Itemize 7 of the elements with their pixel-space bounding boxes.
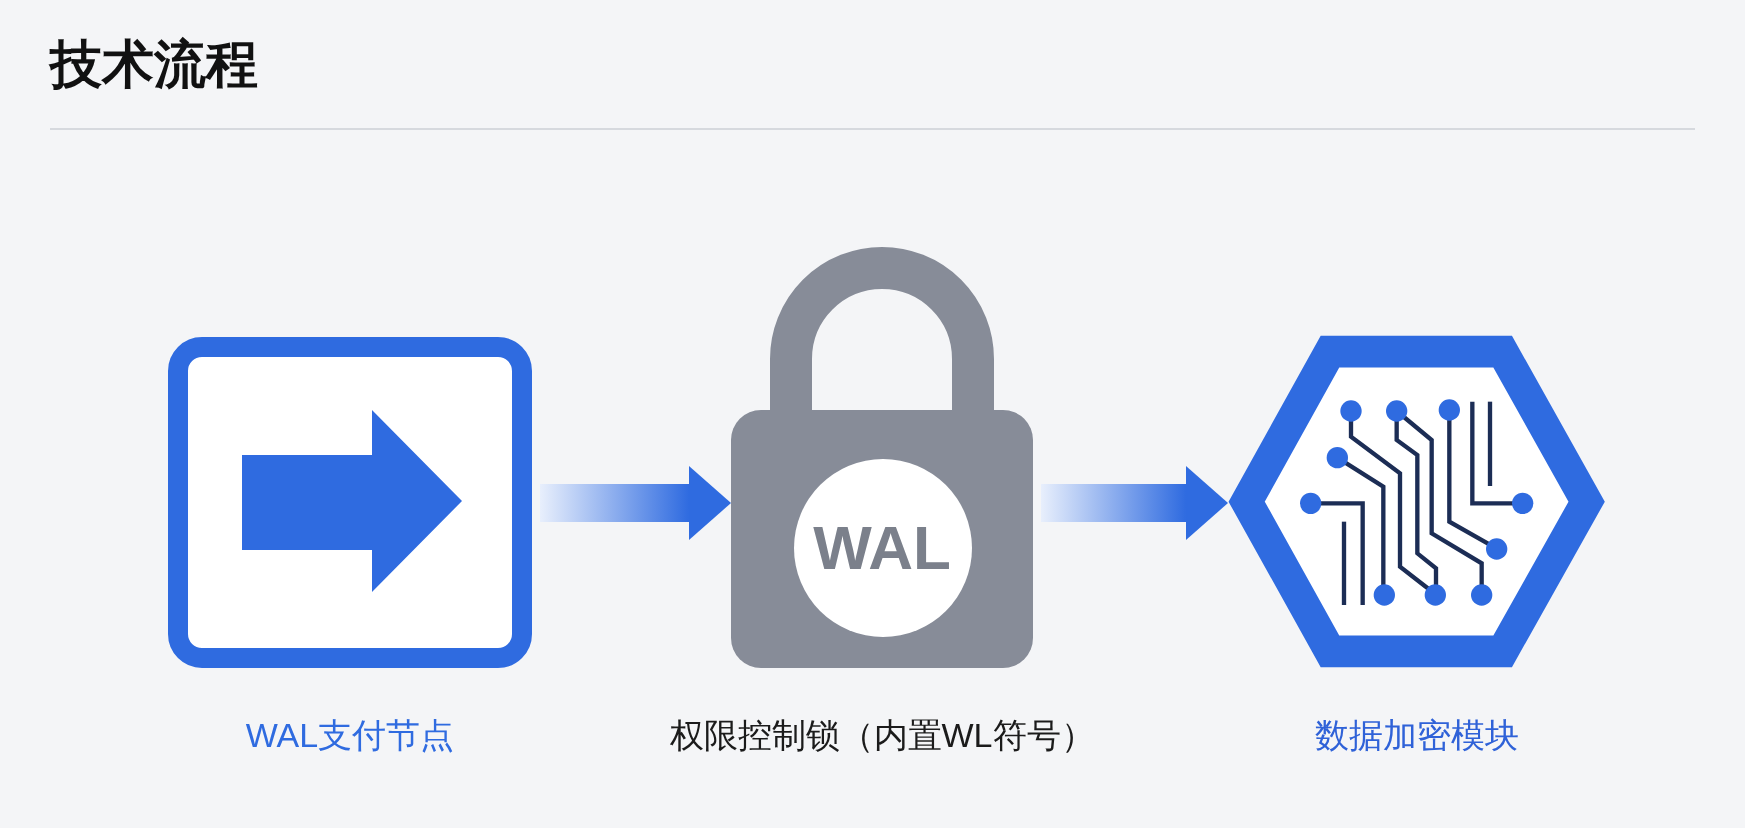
flow-arrow bbox=[540, 466, 731, 540]
page-title: 技术流程 bbox=[50, 34, 258, 95]
lock-symbol-text: WAL bbox=[813, 512, 951, 584]
node-caption: 权限控制锁（内置WL符号） bbox=[669, 715, 1095, 755]
flow-arrow bbox=[1041, 466, 1228, 540]
node-caption: 数据加密模块 bbox=[1314, 715, 1519, 755]
node-caption: WAL支付节点 bbox=[245, 715, 455, 755]
